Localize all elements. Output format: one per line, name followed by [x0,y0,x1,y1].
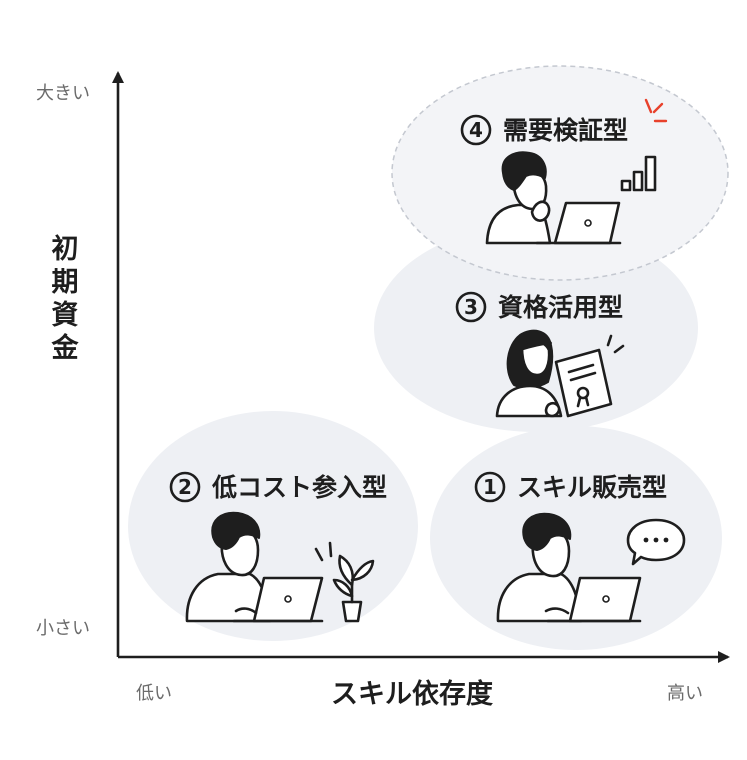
y-axis-title: 初期資金 [47,234,80,366]
type-1-number-circle [474,471,506,503]
type-1-label: スキル販売型 [517,473,667,502]
bar-chart-icon [620,155,657,192]
type-1-title: 1 スキル販売型 [474,471,667,503]
type-4-label: 需要検証型 [503,116,628,145]
person-at-laptop-illustration [185,511,324,623]
type-3-number-circle [455,291,487,323]
y-axis-low-label: 小さい [36,618,90,639]
bubble-type-3 [374,224,698,432]
plant-icon [314,541,375,623]
person-at-laptop-skill-illustration [496,512,642,623]
speech-bubble-icon [626,518,686,566]
x-axis-high-label: 高い [667,683,703,704]
type-3-title: 3 資格活用型 [455,291,623,323]
type-3-number: 3 [464,295,478,319]
y-axis-high-label: 大きい [36,83,90,104]
type-4-number: 4 [469,118,483,142]
accent-burst-icon [644,98,668,123]
type-2-number: 2 [178,475,192,499]
type-3-label: 資格活用型 [498,293,623,322]
person-thinking-illustration [485,151,622,245]
type-2-number-circle [169,471,201,503]
person-with-certificate-illustration [495,329,625,418]
type-4-title: 4 需要検証型 [460,114,628,146]
x-axis-low-label: 低い [136,683,172,704]
x-axis-title: スキル依存度 [331,678,493,710]
bubble-type-4 [391,65,729,281]
type-2-title: 2 低コスト参入型 [169,471,387,503]
type-2-label: 低コスト参入型 [211,473,387,502]
type-1-number: 1 [483,475,497,499]
type-4-number-circle [460,114,492,146]
